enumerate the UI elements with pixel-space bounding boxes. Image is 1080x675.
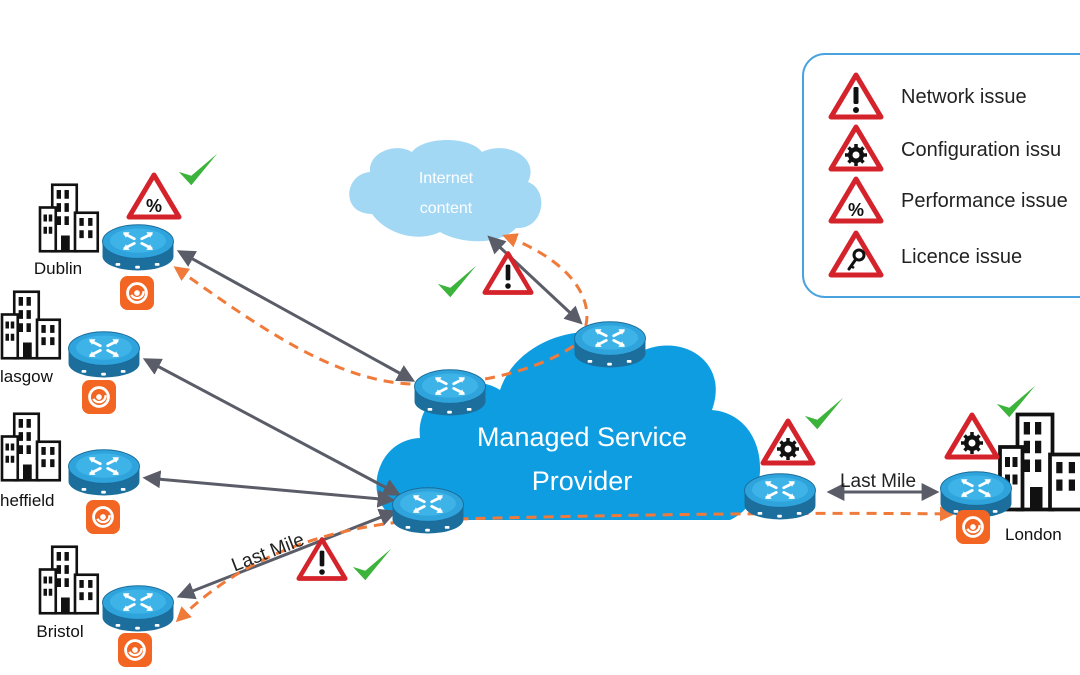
site-label-bristol: Bristol <box>36 622 83 641</box>
app-badge-icon-bristol <box>116 631 154 669</box>
link-sheffield <box>142 470 396 508</box>
router-icon-glasgow <box>67 330 141 379</box>
check-icon-provider <box>804 397 844 430</box>
router-icon-provider-right <box>743 472 817 521</box>
site-label-dublin: Dublin <box>34 259 82 278</box>
link-glasgow <box>142 358 402 496</box>
legend-label-network: Network issue <box>901 86 1027 108</box>
check-icon-dublin <box>178 153 218 186</box>
building-icon-sheffield <box>0 412 62 482</box>
legend-label-performance: Performance issue <box>901 190 1068 212</box>
building-icon-dublin <box>38 183 100 253</box>
msp-cloud <box>376 331 761 520</box>
msp-label-line1: Managed Service <box>477 422 687 452</box>
last-mile-label-bristol: Last Mile <box>229 529 308 576</box>
app-badge-icon-dublin <box>118 274 156 312</box>
dashed-path-bristol-london <box>175 506 955 623</box>
app-badge-icon-london <box>954 508 992 546</box>
check-icon-bristol <box>352 548 392 581</box>
site-label-london: London <box>1005 525 1062 544</box>
router-icon-provider-top <box>413 368 487 417</box>
link-dublin <box>176 250 416 382</box>
legend: Network issue Configuration issu Perform… <box>802 53 1080 298</box>
app-badge-icon-sheffield <box>84 498 122 536</box>
building-icon-bristol <box>38 545 100 615</box>
exclamation-warning-icon-internet <box>485 254 531 293</box>
building-icon-london <box>1000 415 1080 510</box>
msp-label-line2: Provider <box>532 466 633 496</box>
gear-warning-icon-provider <box>763 421 813 463</box>
internet-label-line2: content <box>420 200 473 217</box>
legend-label-configuration: Configuration issu <box>901 139 1061 161</box>
check-icon-london <box>996 385 1036 418</box>
last-mile-label-london: Last Mile <box>840 471 916 492</box>
router-icon-provider-bottom <box>391 486 465 535</box>
site-label-glasgow: lasgow <box>0 367 54 386</box>
router-icon-sheffield <box>67 448 141 497</box>
internet-cloud <box>349 140 542 242</box>
percent-warning-icon-dublin <box>129 175 179 217</box>
site-label-sheffield: heffield <box>0 491 55 510</box>
app-badge-icon-glasgow <box>80 378 118 416</box>
dashed-path-dublin-internet <box>173 233 589 387</box>
legend-label-licence: Licence issue <box>901 246 1022 268</box>
router-icon-bristol <box>101 584 175 633</box>
router-icon-dublin <box>101 223 175 272</box>
building-icon-glasgow <box>0 290 62 360</box>
router-icon-provider-internet <box>573 320 647 369</box>
gear-warning-icon-london <box>947 415 997 457</box>
check-icon-internet <box>437 265 477 298</box>
internet-label-line1: Internet <box>419 170 474 187</box>
